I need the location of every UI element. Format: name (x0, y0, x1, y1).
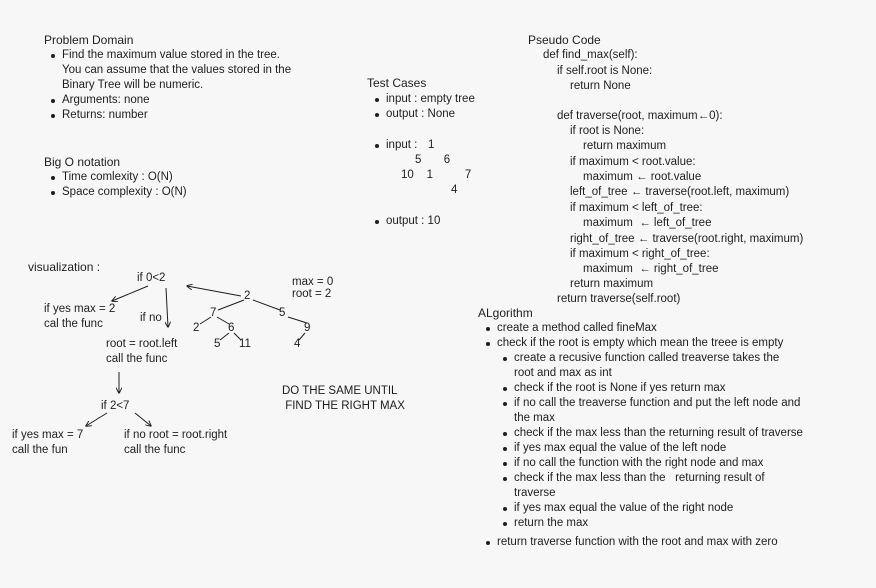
tree-node: 2 (193, 322, 200, 334)
state-label: root = 2 (292, 288, 332, 300)
algorithm-substep: check if the max less than the returning… (503, 427, 803, 439)
problem-domain-title: Problem Domain (44, 33, 134, 47)
problem-domain-item: Returns: number (50, 108, 291, 123)
code-line: maximum ← root.value (583, 171, 702, 183)
code-line: if root is None: (570, 125, 645, 137)
arrow-to-yes (112, 285, 149, 301)
algorithm-step: return traverse function with the root a… (486, 536, 778, 548)
no-branch-label: call the func (124, 444, 186, 456)
test-tree-line: 1 (428, 139, 435, 151)
algorithm-title: ALgorithm (478, 306, 533, 320)
algorithm-substep: create a recusive function called treave… (503, 351, 803, 381)
test-cases-title: Test Cases (367, 76, 427, 90)
note-label: DO THE SAME UNTIL (282, 385, 398, 397)
tree-node: 5 (214, 338, 221, 350)
tree-node: 11 (239, 338, 251, 350)
yes-branch-label: if yes max = 2 (44, 303, 116, 315)
code-line: right_of_tree ← traverse(root.right, max… (570, 233, 804, 245)
code-line: maximum ← left_of_tree (583, 217, 712, 229)
yes-branch-label: if yes max = 7 (12, 429, 84, 441)
tree-node: 6 (228, 322, 235, 334)
test-case-2: input : (374, 138, 418, 153)
condition-label: if 0<2 (137, 272, 166, 284)
code-line: def traverse(root, maximum←0): (557, 110, 723, 122)
algorithm-list-final: return traverse function with the root a… (486, 535, 778, 550)
code-line: return maximum (570, 278, 654, 290)
code-line: if self.root is None: (557, 65, 653, 77)
big-o-item: Space complexity : O(N) (51, 186, 187, 198)
code-line: left_of_tree ← traverse(root.left, maxim… (570, 186, 790, 198)
visualization-title: visualization : (28, 260, 101, 274)
tree-edge (199, 316, 212, 325)
problem-domain-item: Arguments: none (50, 93, 291, 108)
test-case-1: input : empty tree output : None (375, 92, 475, 122)
code-line: if maximum < right_of_tree: (570, 248, 710, 260)
test-tree-line: 4 (451, 184, 458, 196)
arrow-from-root (187, 286, 242, 297)
test-case-output: output : 10 (374, 215, 441, 227)
tree-edge (233, 332, 242, 341)
test-tree-line: 10 1 7 (401, 169, 472, 181)
code-line: if maximum < left_of_tree: (570, 202, 703, 214)
code-line: return maximum (583, 140, 667, 152)
state-label: max = 0 (292, 276, 334, 288)
note-label: FIND THE RIGHT MAX (282, 400, 405, 412)
tree-edge (216, 316, 230, 325)
test-tree-line: 5 6 (415, 154, 451, 166)
left-step-label: call the func (106, 353, 168, 365)
algorithm-substep: return the max (503, 516, 803, 531)
code-line: return traverse(self.root) (557, 293, 681, 305)
arrow-to-no2 (134, 412, 151, 426)
arrow-to-yes2 (86, 412, 108, 426)
arrow-to-left-step (166, 287, 168, 327)
tree-edge (252, 299, 281, 311)
test-case-output: output : None (375, 107, 475, 122)
yes-branch-label: cal the func (44, 318, 103, 330)
algorithm-substep: if yes max equal the value of the right … (503, 501, 803, 516)
algorithm-substep: if yes max equal the value of the left n… (503, 441, 803, 456)
algorithm-sublist: create a recusive function called treave… (503, 351, 803, 531)
algorithm-list: create a method called fineMax check if … (485, 321, 784, 351)
big-o-list: Time comlexity : O(N) Space complexity :… (51, 170, 187, 200)
algorithm-substep: check if the root is None if yes return … (503, 381, 803, 396)
tree-node: 5 (279, 307, 286, 319)
big-o-title: Big O notation (44, 155, 121, 169)
code-line: return None (570, 80, 631, 92)
tree-node: 9 (304, 322, 311, 334)
test-case-input: input : empty tree (375, 93, 475, 105)
algorithm-step: create a method called fineMax (485, 321, 783, 336)
problem-domain-item: Find the maximum value stored in the tre… (50, 49, 292, 91)
no-branch-label: if no (140, 312, 162, 324)
no-branch-label: if no root = root.right (124, 429, 228, 441)
tree-node: 7 (210, 307, 217, 319)
test-case-2-output: output : 10 (374, 214, 441, 229)
tree-node: 2 (244, 290, 251, 302)
code-line: if maximum < root.value: (570, 156, 696, 168)
test-case-input: input : (374, 139, 418, 151)
tree-edge (219, 332, 230, 341)
algorithm-substep: if no call the function with the right n… (503, 456, 803, 471)
yes-branch-label: call the fun (12, 444, 68, 456)
condition-label: if 2<7 (101, 400, 130, 412)
left-step-label: root = root.left (106, 338, 178, 350)
tree-edge (217, 299, 245, 311)
tree-edge (298, 332, 306, 341)
code-line: maximum ← right_of_tree (583, 263, 719, 275)
problem-domain-list: Find the maximum value stored in the tre… (50, 48, 292, 123)
algorithm-substep: if no call the treaverse function and pu… (503, 396, 803, 426)
algorithm-substep: check if the max less than the returning… (503, 471, 803, 501)
tree-node: 4 (294, 338, 301, 350)
algorithm-step: check if the root is empty which mean th… (485, 337, 784, 349)
code-line: def find_max(self): (543, 49, 638, 61)
tree-edge (287, 316, 308, 324)
pseudo-code-title: Pseudo Code (528, 33, 601, 47)
big-o-item: Time comlexity : O(N) (51, 170, 187, 185)
